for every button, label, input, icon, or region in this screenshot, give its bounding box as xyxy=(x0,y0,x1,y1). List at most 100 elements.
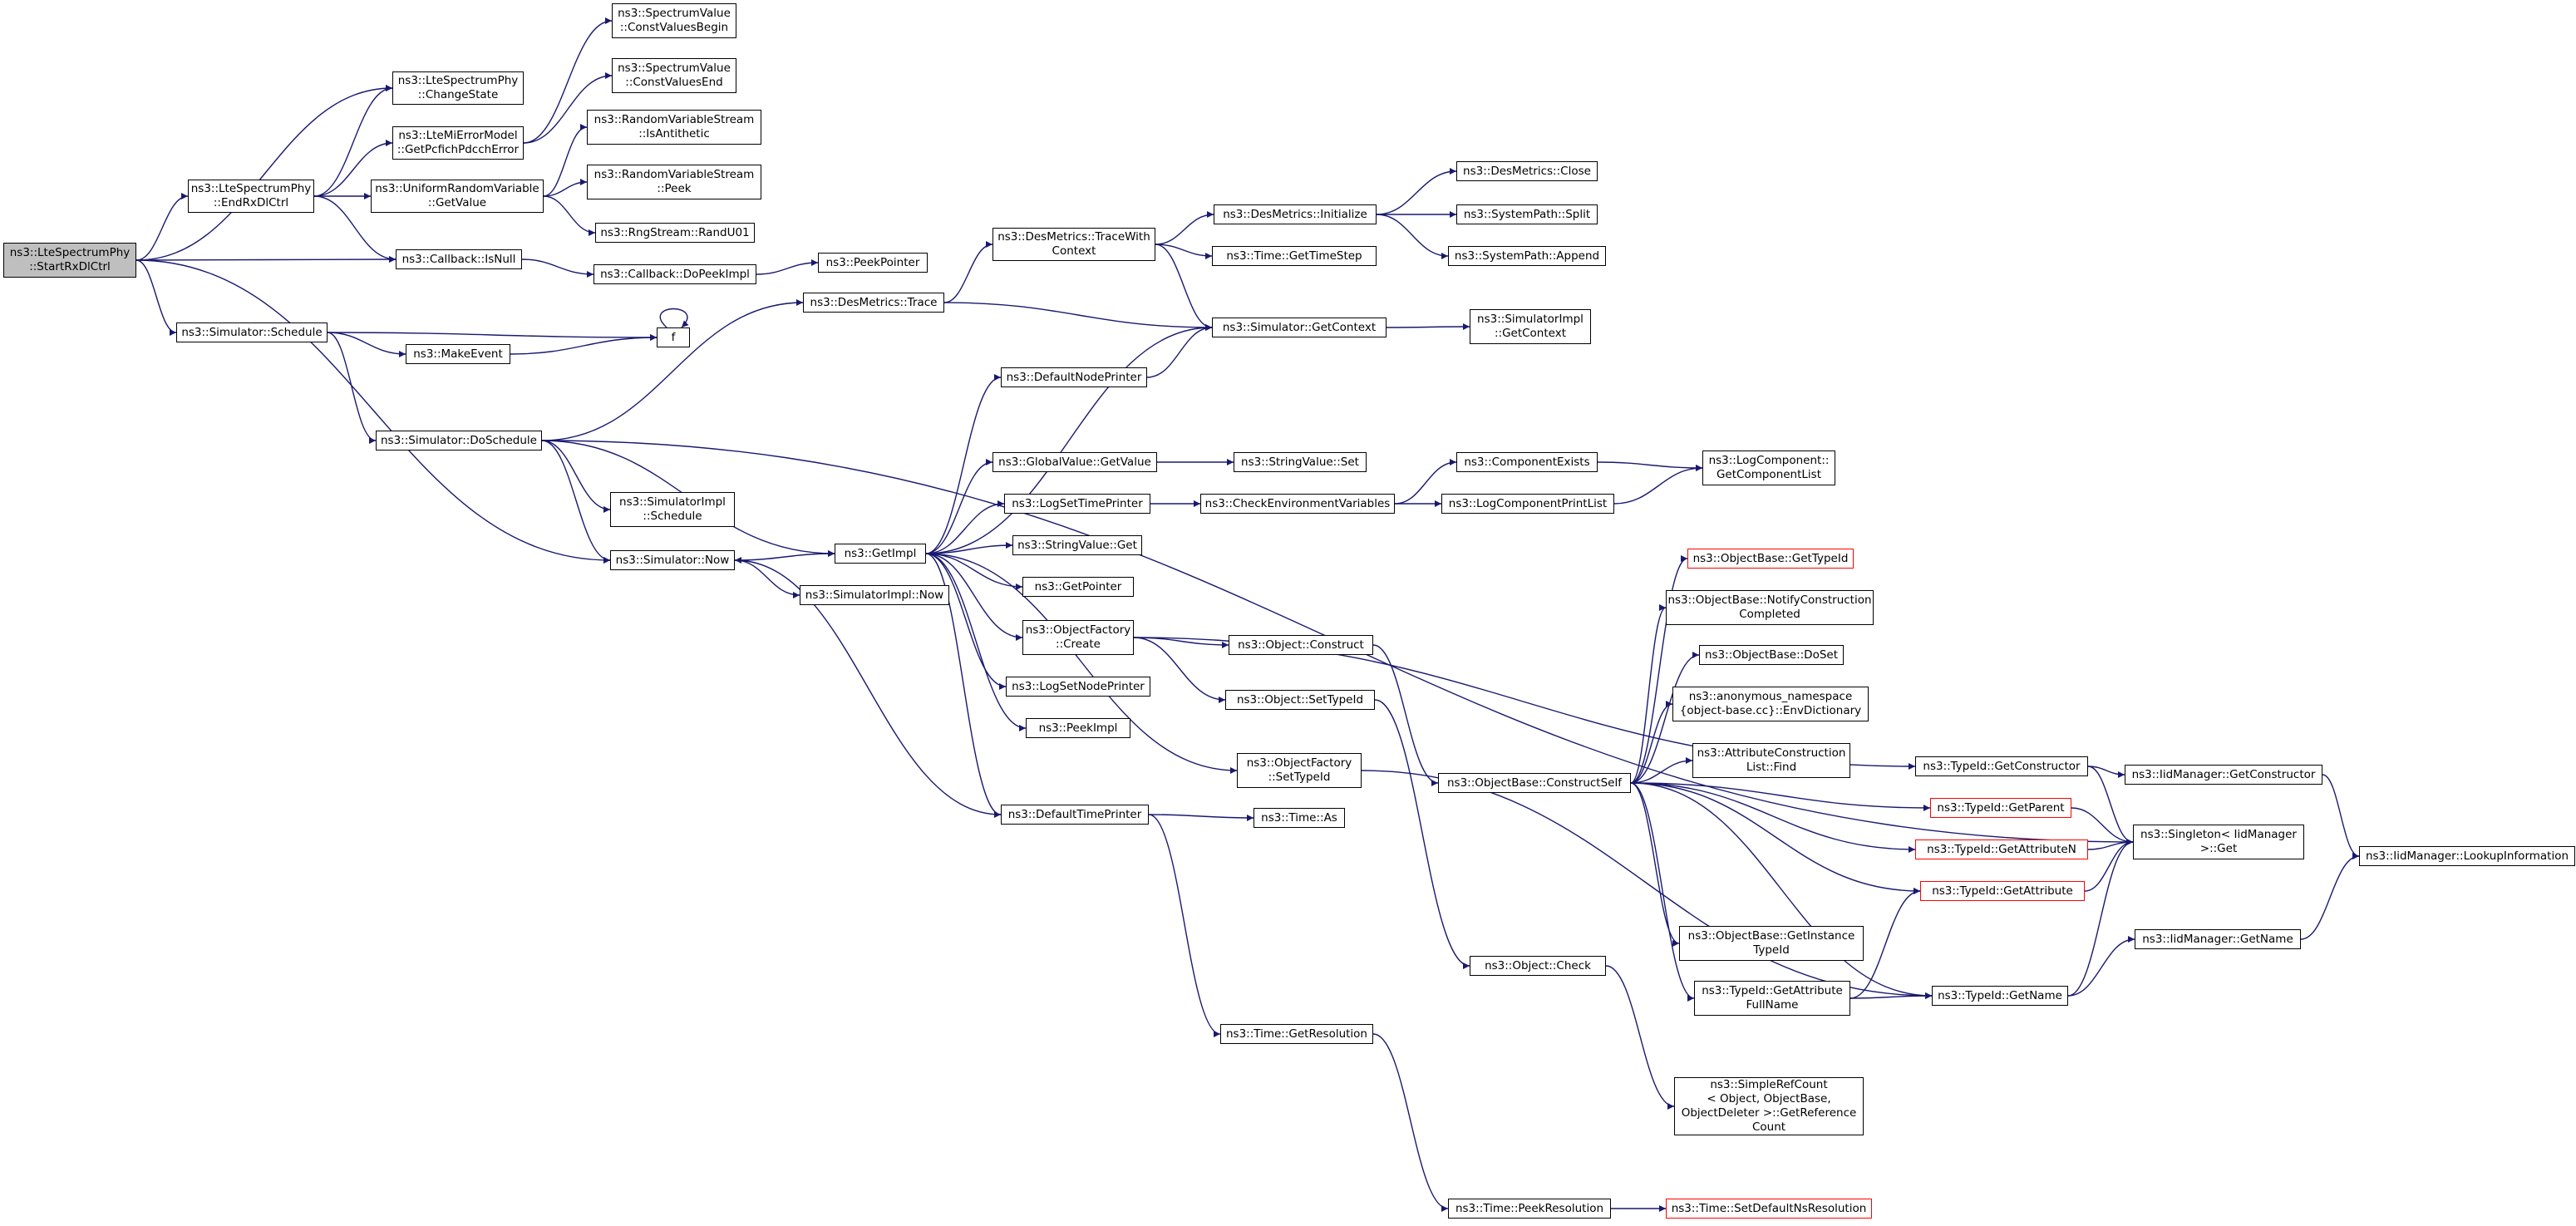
node-obj-check[interactable]: ns3::Object::Check xyxy=(1470,956,1606,976)
node-time-set-def-ns[interactable]: ns3::Time::SetDefaultNsResolution xyxy=(1666,1199,1872,1219)
node-des-close[interactable]: ns3::DesMetrics::Close xyxy=(1456,161,1598,181)
node-tid-get-attr[interactable]: ns3::TypeId::GetAttribute xyxy=(1920,881,2085,901)
node-time-as[interactable]: ns3::Time::As xyxy=(1254,808,1345,828)
node-sp-append[interactable]: ns3::SystemPath::Append xyxy=(1448,246,1606,266)
node-rvs-peek[interactable]: ns3::RandomVariableStream ::Peek xyxy=(587,165,761,199)
edge-obj-set-type-id-to-obj-check xyxy=(1374,699,1470,969)
node-sim-impl-get-ctx[interactable]: ns3::SimulatorImpl ::GetContext xyxy=(1470,309,1591,344)
node-root[interactable]: ns3::LteSpectrumPhy ::StartRxDlCtrl xyxy=(3,243,136,278)
edge-def-time-printer-to-sim-now xyxy=(734,557,1002,815)
node-get-time-step[interactable]: ns3::Time::GetTimeStep xyxy=(1212,246,1377,266)
edge-get-impl-to-def-node-printer xyxy=(925,374,1002,554)
edge-sim-now-to-get-impl xyxy=(734,550,835,561)
node-tid-get-attr-n[interactable]: ns3::TypeId::GetAttributeN xyxy=(1915,839,2088,859)
node-end-rx[interactable]: ns3::LteSpectrumPhy ::EndRxDlCtrl xyxy=(188,180,314,213)
node-peek-impl[interactable]: ns3::PeekImpl xyxy=(1026,718,1130,738)
edge-end-rx-to-is-null xyxy=(313,195,396,263)
node-gv-get-value[interactable]: ns3::GlobalValue::GetValue xyxy=(992,452,1157,472)
node-des-trace[interactable]: ns3::DesMetrics::Trace xyxy=(803,293,944,313)
node-iid-get-constructor[interactable]: ns3::IidManager::GetConstructor xyxy=(2125,765,2322,785)
edge-schedule-to-f xyxy=(327,332,658,341)
edge-root-to-is-null xyxy=(135,256,396,263)
node-trace-with[interactable]: ns3::DesMetrics::TraceWith Context xyxy=(992,228,1155,261)
edge-ob-construct-self-to-ob-get-inst-tid xyxy=(1630,782,1680,947)
node-tid-get-attr-full[interactable]: ns3::TypeId::GetAttribute FullName xyxy=(1694,981,1850,1016)
node-ob-construct-self[interactable]: ns3::ObjectBase::ConstructSelf xyxy=(1438,773,1631,793)
node-log-comp-get-list[interactable]: ns3::LogComponent:: GetComponentList xyxy=(1702,451,1835,485)
node-cv-end[interactable]: ns3::SpectrumValue ::ConstValuesEnd xyxy=(612,58,736,93)
node-sv-set[interactable]: ns3::StringValue::Set xyxy=(1234,452,1367,472)
node-get-impl[interactable]: ns3::GetImpl xyxy=(835,544,926,564)
node-ob-get-type-id[interactable]: ns3::ObjectBase::GetTypeId xyxy=(1687,549,1854,569)
edge-get-impl-to-of-set-type-id xyxy=(925,553,1238,774)
node-is-null[interactable]: ns3::Callback::IsNull xyxy=(396,249,522,269)
node-sim-now[interactable]: ns3::Simulator::Now xyxy=(610,550,735,570)
edge-end-rx-to-mi-err xyxy=(313,140,393,197)
node-def-time-printer[interactable]: ns3::DefaultTimePrinter xyxy=(1001,805,1149,825)
edge-tid-get-constructor-to-iid-get-constructor xyxy=(2087,766,2125,778)
node-attr-find[interactable]: ns3::AttributeConstruction List::Find xyxy=(1692,743,1850,778)
node-log-set-node-printer[interactable]: ns3::LogSetNodePrinter xyxy=(1006,677,1150,697)
node-obj-construct[interactable]: ns3::Object::Construct xyxy=(1229,635,1373,655)
node-sp-split[interactable]: ns3::SystemPath::Split xyxy=(1456,204,1598,224)
node-des-init[interactable]: ns3::DesMetrics::Initialize xyxy=(1214,204,1377,224)
node-get-context[interactable]: ns3::Simulator::GetContext xyxy=(1212,318,1387,337)
node-singleton-get[interactable]: ns3::Singleton< IidManager >::Get xyxy=(2133,825,2304,859)
node-of-set-type-id[interactable]: ns3::ObjectFactory ::SetTypeId xyxy=(1237,753,1362,788)
node-sim-impl-sched[interactable]: ns3::SimulatorImpl ::Schedule xyxy=(610,492,735,527)
node-change-state[interactable]: ns3::LteSpectrumPhy ::ChangeState xyxy=(392,71,524,105)
node-make-event[interactable]: ns3::MakeEvent xyxy=(406,344,510,364)
node-of-create[interactable]: ns3::ObjectFactory ::Create xyxy=(1022,620,1134,655)
node-sim-impl-now[interactable]: ns3::SimulatorImpl::Now xyxy=(800,585,949,605)
edge-iid-get-name-to-iid-lookup xyxy=(2300,853,2360,940)
edge-sim-now-to-sim-impl-now xyxy=(734,559,800,598)
node-f[interactable]: f xyxy=(657,327,690,347)
node-anon-env[interactable]: ns3::anonymous_namespace {object-base.cc… xyxy=(1672,687,1869,721)
edge-do-schedule-to-des-trace xyxy=(541,299,804,441)
edge-def-node-printer-to-get-context xyxy=(1146,324,1213,378)
node-tid-get-name[interactable]: ns3::TypeId::GetName xyxy=(1932,986,2068,1006)
edge-obj-construct-to-ob-construct-self xyxy=(1372,644,1439,786)
edge-trace-with-to-get-context xyxy=(1155,244,1213,331)
node-rand-u01[interactable]: ns3::RngStream::RandU01 xyxy=(595,223,755,243)
node-ob-do-set[interactable]: ns3::ObjectBase::DoSet xyxy=(1699,645,1844,665)
edge-mi-err-to-cv-end xyxy=(523,72,613,144)
edge-tid-get-attr-full-to-tid-get-name xyxy=(1849,992,1933,1000)
node-cv-begin[interactable]: ns3::SpectrumValue ::ConstValuesBegin xyxy=(612,3,736,38)
node-iid-lookup[interactable]: ns3::IidManager::LookupInformation xyxy=(2359,846,2575,866)
node-peek-pointer[interactable]: ns3::PeekPointer xyxy=(818,253,928,273)
node-simple-ref[interactable]: ns3::SimpleRefCount < Object, ObjectBase… xyxy=(1674,1077,1864,1135)
edge-ob-construct-self-to-tid-get-attr-n xyxy=(1630,782,1916,853)
node-do-peek-impl[interactable]: ns3::Callback::DoPeekImpl xyxy=(594,264,756,284)
node-iid-get-name[interactable]: ns3::IidManager::GetName xyxy=(2135,929,2301,949)
node-mi-err[interactable]: ns3::LteMiErrorModel ::GetPcfichPdcchErr… xyxy=(392,126,524,160)
node-log-set-time-printer[interactable]: ns3::LogSetTimePrinter xyxy=(1004,494,1150,514)
node-comp-exists[interactable]: ns3::ComponentExists xyxy=(1456,452,1598,472)
node-time-peek-res[interactable]: ns3::Time::PeekResolution xyxy=(1448,1199,1611,1219)
node-tid-get-parent[interactable]: ns3::TypeId::GetParent xyxy=(1930,798,2071,818)
edge-des-init-to-des-close xyxy=(1376,168,1457,215)
node-obj-set-type-id[interactable]: ns3::Object::SetTypeId xyxy=(1225,690,1375,710)
node-ob-get-inst-tid[interactable]: ns3::ObjectBase::GetInstance TypeId xyxy=(1679,926,1864,961)
edge-schedule-to-do-schedule xyxy=(327,332,377,444)
edge-des-trace-to-get-context xyxy=(943,302,1213,331)
node-ob-notify[interactable]: ns3::ObjectBase::NotifyConstruction Comp… xyxy=(1666,590,1874,625)
node-tid-get-constructor[interactable]: ns3::TypeId::GetConstructor xyxy=(1915,756,2088,776)
edge-do-peek-impl-to-peek-pointer xyxy=(756,259,819,275)
node-is-anti[interactable]: ns3::RandomVariableStream ::IsAntithetic xyxy=(587,110,761,145)
edge-f-to-f xyxy=(659,308,689,328)
node-sv-get[interactable]: ns3::StringValue::Get xyxy=(1012,535,1142,555)
edge-def-time-printer-to-time-get-res xyxy=(1148,814,1221,1037)
node-def-node-printer[interactable]: ns3::DefaultNodePrinter xyxy=(1001,367,1147,387)
node-schedule[interactable]: ns3::Simulator::Schedule xyxy=(176,323,328,342)
node-uniform[interactable]: ns3::UniformRandomVariable ::GetValue xyxy=(371,180,544,213)
node-time-get-res[interactable]: ns3::Time::GetResolution xyxy=(1220,1024,1373,1044)
node-log-comp-print-list[interactable]: ns3::LogComponentPrintList xyxy=(1441,494,1614,514)
edge-do-schedule-to-sim-now xyxy=(541,440,611,564)
node-get-pointer[interactable]: ns3::GetPointer xyxy=(1022,577,1134,597)
node-check-env[interactable]: ns3::CheckEnvironmentVariables xyxy=(1200,494,1395,514)
edge-des-trace-to-trace-with xyxy=(943,241,993,303)
edge-log-comp-print-list-to-log-comp-get-list xyxy=(1613,465,1703,505)
node-do-schedule[interactable]: ns3::Simulator::DoSchedule xyxy=(376,431,542,451)
edge-tid-get-attr-full-to-tid-get-attr xyxy=(1849,888,1921,999)
